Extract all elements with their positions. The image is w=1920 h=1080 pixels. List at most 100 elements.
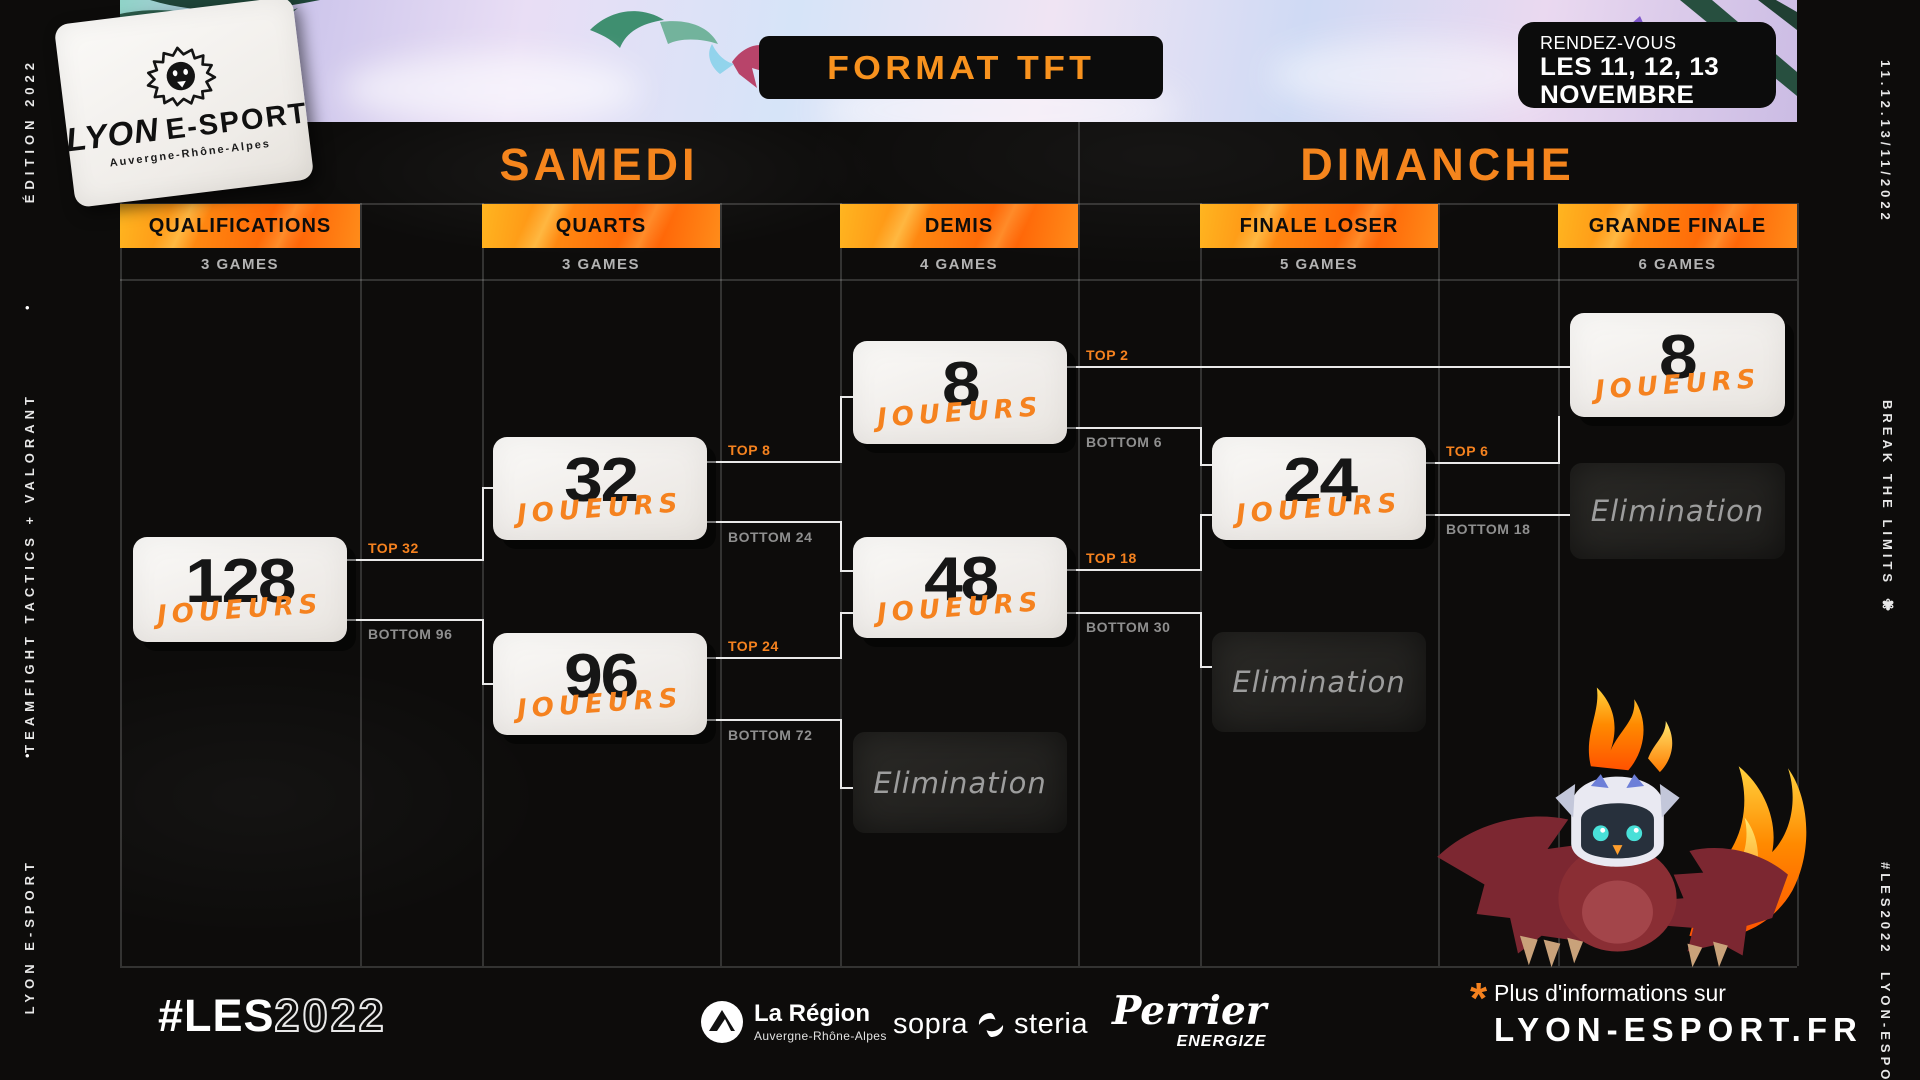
label-top32: TOP 32: [368, 540, 419, 556]
grid-line: [1200, 203, 1202, 966]
cloud-shape: [1270, 40, 1550, 110]
rail-dates-label: 11.12.13/11/2022: [1878, 60, 1893, 224]
card-128-joueurs: 128 JOUEURS: [133, 537, 347, 642]
grid-line: [482, 203, 484, 966]
card-number: 8: [941, 350, 981, 420]
card-elimination-finale: Elimination: [1570, 463, 1785, 559]
card-label: JOUEURS: [1235, 488, 1403, 530]
la-region-subtitle: Auvergne-Rhône-Alpes: [754, 1028, 887, 1043]
connector-line: [840, 612, 842, 659]
column-header-qualifications: QUALIFICATIONS: [120, 204, 360, 248]
label-top8: TOP 8: [728, 442, 771, 458]
connector-line: [347, 619, 482, 621]
cloud-shape: [340, 54, 640, 122]
elimination-label: Elimination: [1590, 494, 1765, 528]
column-header-quarts: QUARTS: [482, 204, 720, 248]
card-24-joueurs: 24 JOUEURS: [1212, 437, 1426, 540]
connector-line: [347, 559, 482, 561]
logo-lyon-text: LYON: [63, 110, 162, 159]
hashtag-solid-text: #LES: [158, 990, 275, 1041]
elimination-label: Elimination: [1232, 665, 1406, 699]
label-bottom6: BOTTOM 6: [1086, 434, 1163, 450]
grid-line: [1797, 203, 1799, 966]
asterisk-icon: *: [1470, 974, 1488, 1023]
card-number: 48: [923, 545, 999, 615]
day-title-saturday: SAMEDI: [499, 139, 699, 190]
sponsor-perrier: Perrier ENERGIZE: [1112, 992, 1266, 1051]
label-top18: TOP 18: [1086, 550, 1137, 566]
elimination-label: Elimination: [873, 765, 1047, 800]
grid-line: [1438, 203, 1440, 966]
grid-line: [120, 279, 1797, 281]
connector-line: [840, 719, 842, 789]
card-number: 96: [563, 641, 639, 711]
rail-bullet: •: [25, 300, 30, 315]
perrier-subtitle: ENERGIZE: [1176, 1033, 1267, 1050]
connector-line: [1067, 569, 1200, 571]
grid-line: [120, 966, 1797, 968]
lion-icon: [146, 46, 217, 107]
connector-line: [1067, 427, 1200, 429]
sponsor-la-region: La Région Auvergne-Rhône-Alpes: [700, 1000, 887, 1044]
label-bottom30: BOTTOM 30: [1086, 619, 1171, 635]
connector-line: [1200, 464, 1214, 466]
grid-line: [360, 203, 362, 966]
connector-line: [482, 619, 484, 685]
rendezvous-dates: LES 11, 12, 13: [1540, 53, 1720, 81]
sopra-steria-swirl-icon: [978, 1012, 1004, 1037]
games-count-grande-finale: 6 GAMES: [1638, 255, 1717, 273]
card-32-joueurs: 32 JOUEURS: [493, 437, 707, 540]
perrier-name: Perrier: [1112, 988, 1267, 1034]
connector-line: [1200, 666, 1214, 668]
connector-line: [482, 683, 495, 685]
label-bottom72: BOTTOM 72: [728, 727, 813, 743]
card-label: JOUEURS: [876, 587, 1044, 629]
flower-icon: ✾: [1879, 596, 1896, 615]
card-elimination-demis: Elimination: [853, 732, 1067, 833]
connector-line: [840, 396, 842, 463]
day-title-sunday: DIMANCHE: [1300, 139, 1575, 190]
sopra-text: sopra: [893, 1008, 969, 1040]
connector-line: [707, 461, 840, 463]
rendezvous-box: RENDEZ-VOUS LES 11, 12, 13 NOVEMBRE: [1518, 22, 1776, 108]
label-bottom24: BOTTOM 24: [728, 529, 813, 545]
connector-line: [1200, 514, 1202, 571]
card-8-joueurs-finale: 8 JOUEURS: [1570, 313, 1785, 417]
connector-line: [840, 612, 855, 614]
connector-line: [482, 487, 495, 489]
connector-line: [707, 521, 840, 523]
connector-line: [840, 396, 855, 398]
card-96-joueurs: 96 JOUEURS: [493, 633, 707, 735]
grid-line: [120, 203, 122, 966]
card-label: JOUEURS: [876, 392, 1044, 434]
sponsor-sopra-steria: sopra steria: [893, 1008, 1088, 1041]
rail-slogan-label: BREAK THE LIMITS✾: [1878, 400, 1896, 614]
format-title-box: FORMAT TFT: [759, 36, 1163, 99]
info-text: Plus d'informations sur: [1494, 980, 1726, 1006]
label-top6: TOP 6: [1446, 443, 1489, 459]
card-label: JOUEURS: [516, 488, 684, 530]
card-48-joueurs: 48 JOUEURS: [853, 537, 1067, 638]
connector-line: [1200, 427, 1202, 466]
la-region-icon: [701, 1001, 743, 1043]
connector-line: [1426, 462, 1558, 464]
connector-line: [482, 487, 484, 561]
site-link[interactable]: LYON-ESPORT.FR: [1494, 1011, 1863, 1048]
label-bottom18: BOTTOM 18: [1446, 521, 1531, 537]
mascot-illustration: [1437, 687, 1807, 968]
connector-line: [840, 570, 855, 572]
steria-text: steria: [1014, 1008, 1088, 1040]
connector-line: [1067, 612, 1200, 614]
rail-hashtag-label: #LES2022: [1878, 862, 1893, 956]
card-8-joueurs-demis: 8 JOUEURS: [853, 341, 1067, 444]
grid-line: [840, 203, 842, 966]
card-label: JOUEURS: [516, 683, 684, 726]
connector-line: [1558, 416, 1560, 464]
grid-line: [720, 203, 722, 966]
games-count-qualifications: 3 GAMES: [200, 255, 279, 273]
column-header-grande-finale: GRANDE FINALE: [1558, 204, 1797, 248]
rail-brand-label: LYON E-SPORT: [22, 858, 37, 1015]
hashtag-outline-text: 2022: [274, 989, 387, 1042]
card-elimination-loser: Elimination: [1212, 632, 1426, 732]
